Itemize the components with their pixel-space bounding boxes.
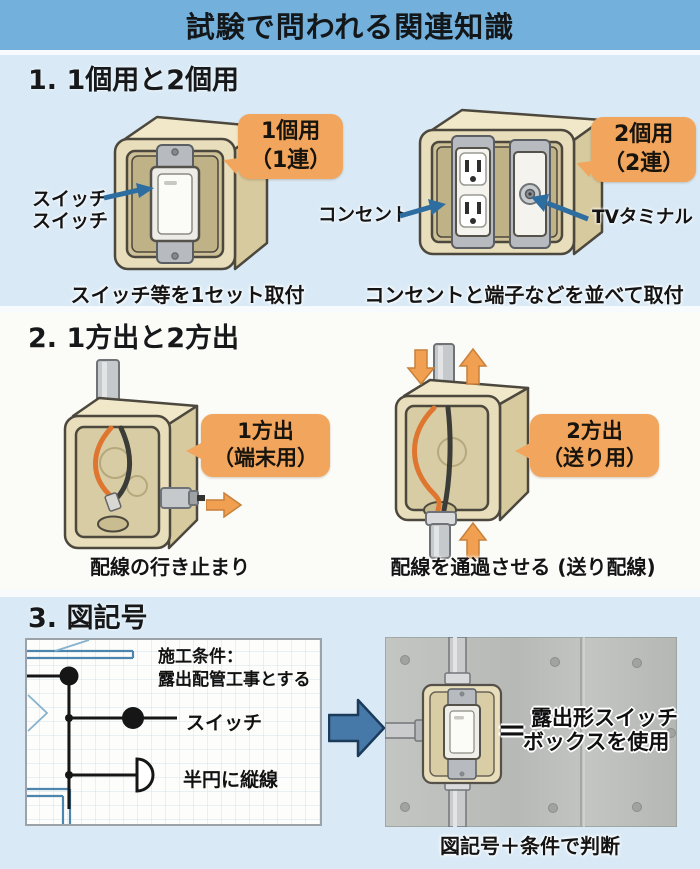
outlet-label: コンセント	[318, 205, 411, 226]
callout-double-gang: 2個用 （2連）	[591, 117, 697, 183]
wall-lines	[27, 649, 135, 824]
double-gang-box-illustration	[418, 108, 604, 256]
outlet-pointer-arrow-icon	[399, 199, 446, 219]
callout-two-way: 2方出 （送り用）	[515, 414, 659, 477]
section-3-heading: 3. 図記号	[28, 603, 148, 634]
symbol-caption: 図記号＋条件で判断	[440, 834, 620, 858]
result-line-2: ボックスを使用	[523, 730, 670, 754]
surface-switch-box	[421, 683, 503, 785]
double-gang-caption: コンセントと端子などを並べて取付	[364, 283, 684, 307]
side-connector	[160, 487, 205, 509]
section-2-heading: 2. 1方出と2方出	[28, 323, 240, 354]
section-1-heading: 1. 1個用と2個用	[28, 65, 240, 96]
single-gang-caption: スイッチ等を1セット取付	[70, 283, 305, 307]
exposed-box-photo-illustration	[385, 637, 677, 827]
tv-terminal-device	[509, 139, 551, 249]
tv-terminal-label: TVタミナル	[592, 207, 693, 228]
wiring-symbols	[27, 666, 177, 809]
switch-pointer-arrow-icon	[103, 183, 154, 201]
two-way-box-illustration	[394, 343, 530, 559]
switch-device	[149, 144, 201, 264]
wire-up-arrow-icon	[458, 521, 488, 559]
callout-one-way: 1方出 （端末用）	[186, 414, 330, 477]
switch-label: スイッチ スイッチ	[32, 188, 109, 233]
divider-1	[0, 50, 700, 55]
one-way-caption: 配線の行き止まり	[90, 555, 250, 579]
page-title: 試験で問われる関連知識	[185, 10, 515, 44]
switch-symbol	[122, 707, 144, 729]
form-tie-dots	[400, 655, 676, 813]
divider-3	[0, 590, 700, 597]
header-band: 試験で問われる関連知識	[0, 0, 700, 50]
two-way-caption: 配線を通過させる (送り配線)	[390, 555, 656, 579]
result-line-1: 露出形スイッチ	[531, 706, 678, 730]
wires	[93, 425, 133, 512]
plan-switch-label: スイッチ	[186, 712, 263, 734]
wire-in-arrow-icon	[406, 349, 436, 386]
door-swing	[27, 639, 90, 732]
bottom-conduit	[425, 511, 457, 559]
floor-plan-illustration	[25, 638, 322, 826]
wire-exit-arrow-icon	[206, 492, 242, 518]
single-gang-box-illustration	[113, 115, 269, 271]
plan-semicircle-label: 半円に縦線	[183, 769, 279, 791]
wire-out-arrow-icon	[458, 347, 488, 385]
condition-note: 施工条件： 露出配管工事とする	[158, 647, 311, 690]
tv-pointer-arrow-icon	[531, 194, 589, 222]
wires	[412, 405, 453, 513]
callout-single-gang: 1個用 （1連）	[238, 114, 344, 180]
duplex-outlet-device	[451, 135, 495, 249]
divider-2	[0, 306, 700, 312]
conduits	[385, 637, 471, 827]
equals-sign: ＝	[497, 715, 527, 750]
semicircle-symbol	[135, 757, 155, 793]
big-right-arrow-icon	[328, 698, 386, 758]
